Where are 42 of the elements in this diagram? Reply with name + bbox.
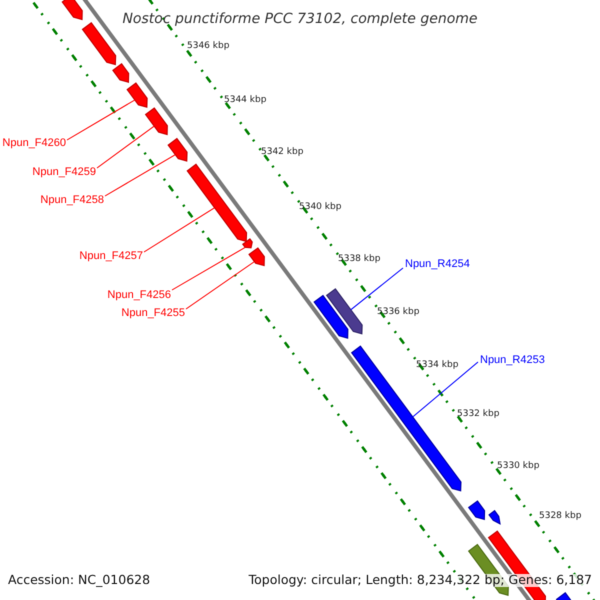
gene-label: Npun_F4259: [32, 167, 96, 178]
leader-line: [172, 246, 246, 290]
gene-feature: [82, 22, 116, 66]
scale-label: 5340 kbp: [299, 203, 342, 212]
gene-label: Npun_R4254: [405, 259, 470, 270]
scale-label: 5344 kbp: [224, 96, 266, 105]
gene-feature: [126, 82, 148, 108]
gene-label: Npun_F4256: [107, 290, 171, 301]
accession-text: Accession: NC_010628: [8, 574, 150, 586]
gene-label: Npun_R4253: [480, 355, 545, 366]
scale-label: 5328 kbp: [539, 512, 582, 521]
scale-label: 5346 kbp: [187, 42, 230, 51]
leader-line: [186, 261, 255, 310]
leader-line: [104, 154, 176, 196]
leader-line: [66, 100, 136, 140]
gene-feature: [167, 138, 188, 162]
scale-label: 5330 kbp: [497, 462, 540, 471]
scale-label: 5336 kbp: [377, 308, 420, 317]
leader-line: [144, 207, 215, 252]
gene-feature: [144, 107, 168, 136]
gene-feature: [112, 63, 130, 83]
leader-line: [412, 362, 478, 418]
leader-line: [96, 126, 155, 168]
gene-feature: [488, 510, 501, 525]
title: Nostoc punctiforme PCC 73102, complete genome: [121, 12, 479, 26]
gene-feature: [326, 288, 363, 335]
scale-label: 5332 kbp: [457, 410, 500, 419]
gene-label: Npun_F4258: [40, 195, 104, 206]
gene-label: Npun_F4255: [121, 308, 185, 319]
gene-feature: [248, 247, 265, 266]
gene-feature: [186, 164, 248, 242]
scale-label: 5342 kbp: [261, 148, 304, 157]
gene-feature: [468, 500, 486, 520]
gene-feature: [242, 238, 253, 248]
leader-line: [350, 268, 404, 310]
scale-label: 5334 kbp: [416, 361, 458, 370]
gene-feature: [62, 0, 83, 20]
genome-stats-text: Topology: circular; Length: 8,234,322 bp; Genes: 6,187: [248, 574, 592, 586]
gene-feature: [313, 294, 348, 339]
gene-label: Npun_F4260: [2, 138, 66, 149]
scale-label: 5338 kbp: [338, 255, 380, 264]
gene-label: Npun_F4257: [79, 251, 143, 262]
